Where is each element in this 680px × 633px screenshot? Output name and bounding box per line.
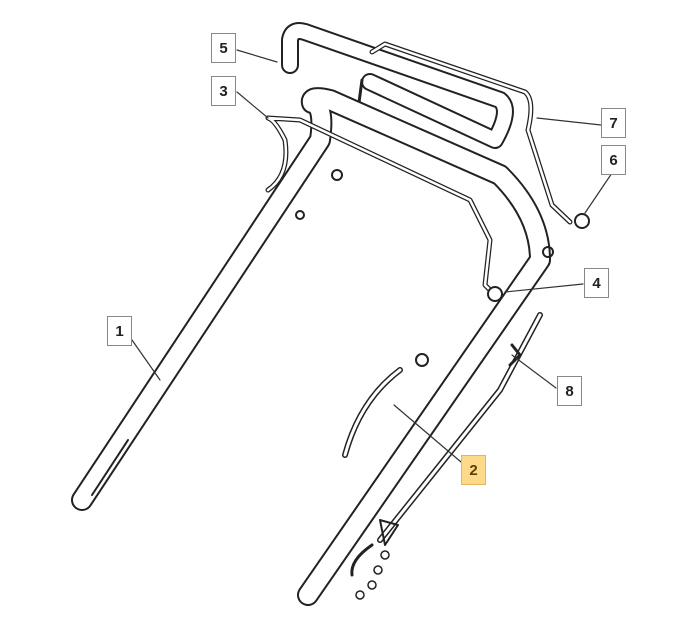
nut-part-4	[487, 286, 503, 302]
callout-7[interactable]: 7	[601, 108, 626, 138]
callout-4[interactable]: 4	[584, 268, 609, 298]
leader-lines	[131, 49, 613, 463]
callout-3[interactable]: 3	[211, 76, 236, 106]
bail-rod-part-3	[265, 115, 498, 298]
callout-1[interactable]: 1	[107, 316, 132, 346]
callout-8[interactable]: 8	[557, 376, 582, 406]
control-rod-part-7	[369, 41, 573, 225]
cable-clip-part-8	[508, 343, 522, 367]
cable-part-2	[342, 312, 543, 600]
nut-part-6	[574, 213, 590, 229]
callout-5[interactable]: 5	[211, 33, 236, 63]
callout-2-highlighted[interactable]: 2	[461, 455, 486, 485]
callout-6[interactable]: 6	[601, 145, 626, 175]
lower-handle-part-1	[71, 87, 554, 606]
